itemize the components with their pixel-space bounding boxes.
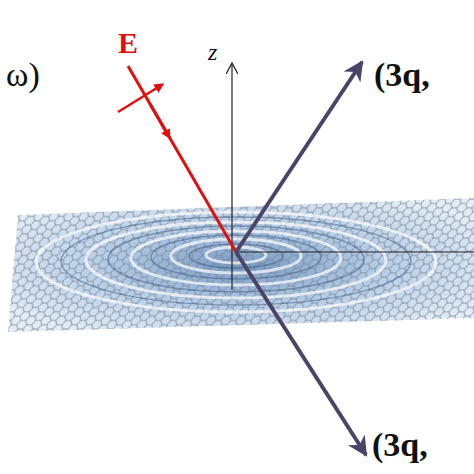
axis-label: z <box>208 40 217 64</box>
lattice <box>8 198 474 332</box>
wavevector-label: (3q, <box>372 428 428 462</box>
x-axis <box>236 252 474 253</box>
frequency-label: ω) <box>6 58 40 92</box>
field-label: E <box>118 28 138 58</box>
wavevector-label: (3q, <box>374 58 430 92</box>
z-axis <box>231 64 232 290</box>
ripples <box>36 212 436 312</box>
transmitted-beam <box>236 252 366 455</box>
reflected-beam <box>236 62 362 252</box>
graphene-sheet <box>8 198 474 332</box>
incident-beam <box>128 66 236 252</box>
polarization-vector <box>118 86 160 112</box>
